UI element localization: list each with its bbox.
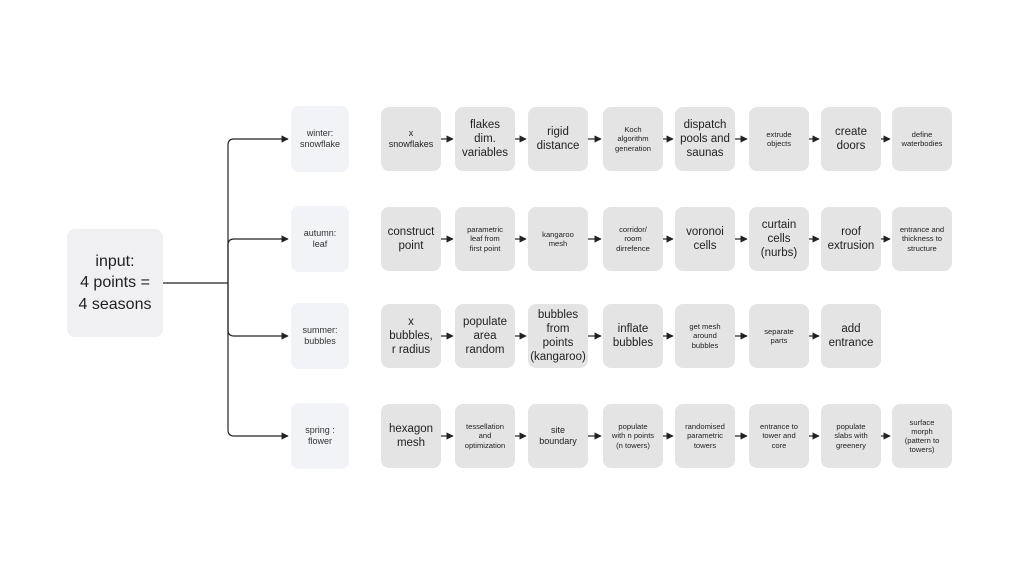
step-box: get mesh around bubbles bbox=[675, 304, 735, 368]
step-box: extrude objects bbox=[749, 107, 809, 171]
step-box: roof extrusion bbox=[821, 207, 881, 271]
step-box: construct point bbox=[381, 207, 441, 271]
branch-arrow bbox=[227, 135, 289, 283]
step-box: populate area random bbox=[455, 304, 515, 368]
step-box: bubbles from points (kangaroo) bbox=[528, 304, 588, 368]
step-box: site boundary bbox=[528, 404, 588, 468]
step-box: entrance to tower and core bbox=[749, 404, 809, 468]
step-box: Koch algorithm generation bbox=[603, 107, 663, 171]
step-box: tessellation and optimization bbox=[455, 404, 515, 468]
step-box: populate slabs with greenery bbox=[821, 404, 881, 468]
step-box: corridor/ room dirrefence bbox=[603, 207, 663, 271]
branch-arrow bbox=[227, 235, 289, 283]
step-box: curtain cells (nurbs) bbox=[749, 207, 809, 271]
step-box: flakes dim. variables bbox=[455, 107, 515, 171]
step-box: surface morph (pattern to towers) bbox=[892, 404, 952, 468]
step-box: define waterbodies bbox=[892, 107, 952, 171]
step-box: voronoi cells bbox=[675, 207, 735, 271]
step-box: separate parts bbox=[749, 304, 809, 368]
input-box: input: 4 points = 4 seasons bbox=[67, 229, 163, 337]
season-box: summer: bubbles bbox=[291, 303, 349, 369]
step-box: inflate bubbles bbox=[603, 304, 663, 368]
step-box: kangaroo mesh bbox=[528, 207, 588, 271]
season-box: autumn: leaf bbox=[291, 206, 349, 272]
season-box: spring : flower bbox=[291, 403, 349, 469]
season-box: winter: snowflake bbox=[291, 106, 349, 172]
step-box: entrance and thickness to structure bbox=[892, 207, 952, 271]
step-box: x snowflakes bbox=[381, 107, 441, 171]
branch-arrow bbox=[227, 283, 289, 440]
step-box: rigid distance bbox=[528, 107, 588, 171]
step-box: randomised parametric towers bbox=[675, 404, 735, 468]
step-box: dispatch pools and saunas bbox=[675, 107, 735, 171]
step-box: parametric leaf from first point bbox=[455, 207, 515, 271]
step-box: add entrance bbox=[821, 304, 881, 368]
branch-arrow bbox=[227, 283, 289, 340]
step-box: hexagon mesh bbox=[381, 404, 441, 468]
step-box: create doors bbox=[821, 107, 881, 171]
step-box: x bubbles, r radius bbox=[381, 304, 441, 368]
step-box: populate with n points (n towers) bbox=[603, 404, 663, 468]
